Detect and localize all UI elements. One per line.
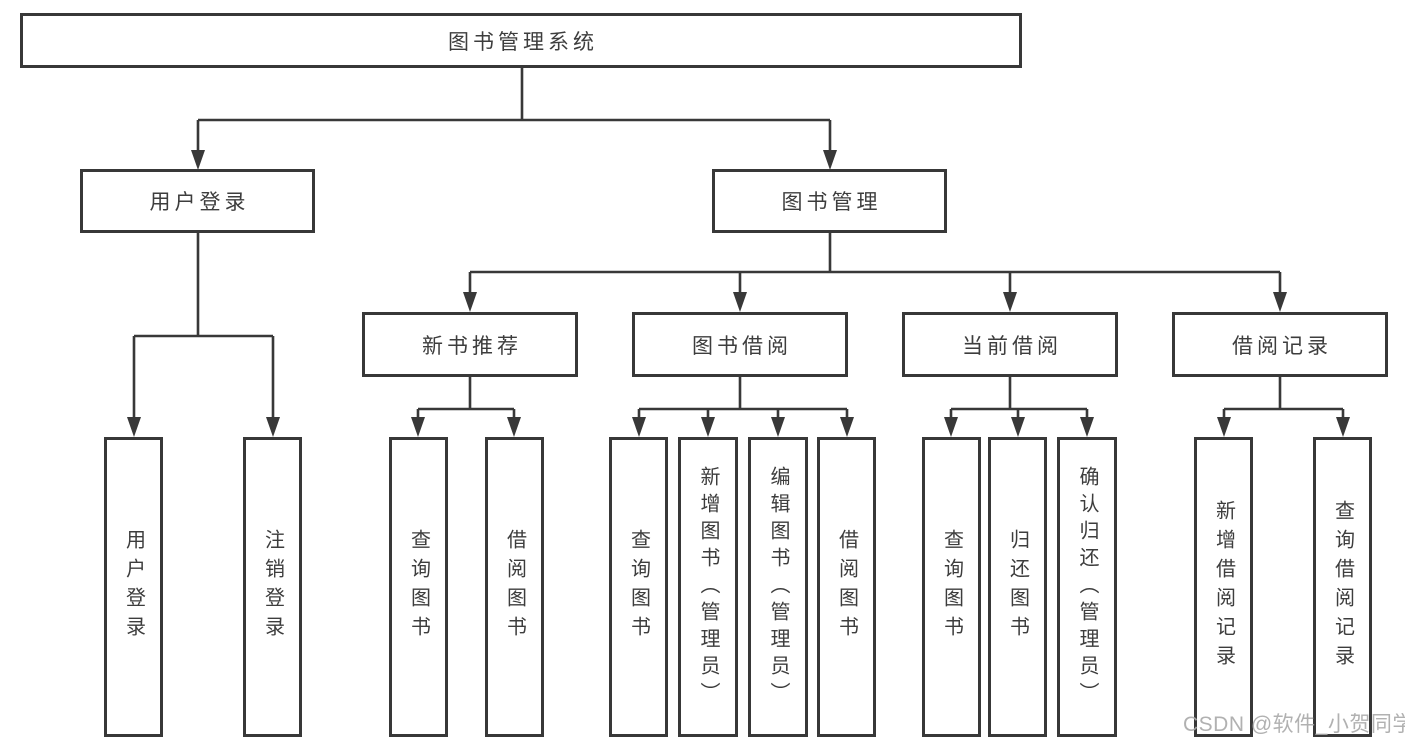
arrowheads	[127, 150, 1350, 437]
node-leaf-add-borrow-record: 新增借阅记录	[1194, 437, 1253, 737]
node-label: 新增图书（管理员）	[697, 465, 719, 709]
node-leaf-user-login: 用户登录	[104, 437, 163, 737]
node-book-borrowing: 图书借阅	[632, 312, 848, 377]
node-label: 新书推荐	[422, 334, 522, 358]
node-book-management: 图书管理	[712, 169, 947, 233]
node-leaf-return-books: 归还图书	[988, 437, 1047, 737]
node-user-login-branch: 用户登录	[80, 169, 315, 233]
csdn-watermark: CSDN @软件_小贺同学	[1183, 713, 1405, 736]
node-label: 借阅图书	[503, 529, 526, 645]
node-label: 用户登录	[149, 191, 250, 214]
node-leaf-query-books-current: 查询图书	[922, 437, 981, 737]
node-label: 借阅图书	[835, 529, 858, 645]
node-leaf-query-books-newbook: 查询图书	[389, 437, 448, 737]
node-leaf-borrow-books-newbook: 借阅图书	[485, 437, 544, 737]
node-label: 查询图书	[407, 529, 430, 645]
node-borrowing-records: 借阅记录	[1172, 312, 1388, 377]
node-leaf-logout: 注销登录	[243, 437, 302, 737]
node-label: 注销登录	[261, 529, 284, 645]
node-leaf-query-books-borrowing: 查询图书	[609, 437, 668, 737]
node-leaf-edit-books-admin: 编辑图书（管理员）	[748, 437, 808, 737]
node-label: 图书借阅	[692, 334, 792, 358]
node-label: 新增借阅记录	[1212, 500, 1235, 674]
node-label: 图书管理系统	[448, 30, 598, 54]
node-leaf-confirm-return-admin: 确认归还（管理员）	[1057, 437, 1117, 737]
node-label: 借阅记录	[1232, 334, 1332, 358]
node-leaf-borrow-books-borrowing: 借阅图书	[817, 437, 876, 737]
node-label: 归还图书	[1006, 529, 1029, 645]
node-label: 查询借阅记录	[1331, 500, 1354, 674]
node-label: 图书管理	[781, 191, 882, 214]
node-leaf-query-borrow-record: 查询借阅记录	[1313, 437, 1372, 737]
node-leaf-add-books-admin: 新增图书（管理员）	[678, 437, 738, 737]
node-label: 当前借阅	[962, 334, 1062, 358]
node-label: 编辑图书（管理员）	[767, 465, 789, 709]
node-label: 查询图书	[940, 529, 963, 645]
node-label: 查询图书	[627, 529, 650, 645]
node-label: 用户登录	[122, 529, 145, 645]
node-new-book-recommendation: 新书推荐	[362, 312, 578, 377]
node-current-borrowing: 当前借阅	[902, 312, 1118, 377]
connector-segments	[132, 66, 1345, 420]
node-label: 确认归还（管理员）	[1076, 465, 1098, 709]
node-root-library-management-system: 图书管理系统	[20, 13, 1022, 68]
